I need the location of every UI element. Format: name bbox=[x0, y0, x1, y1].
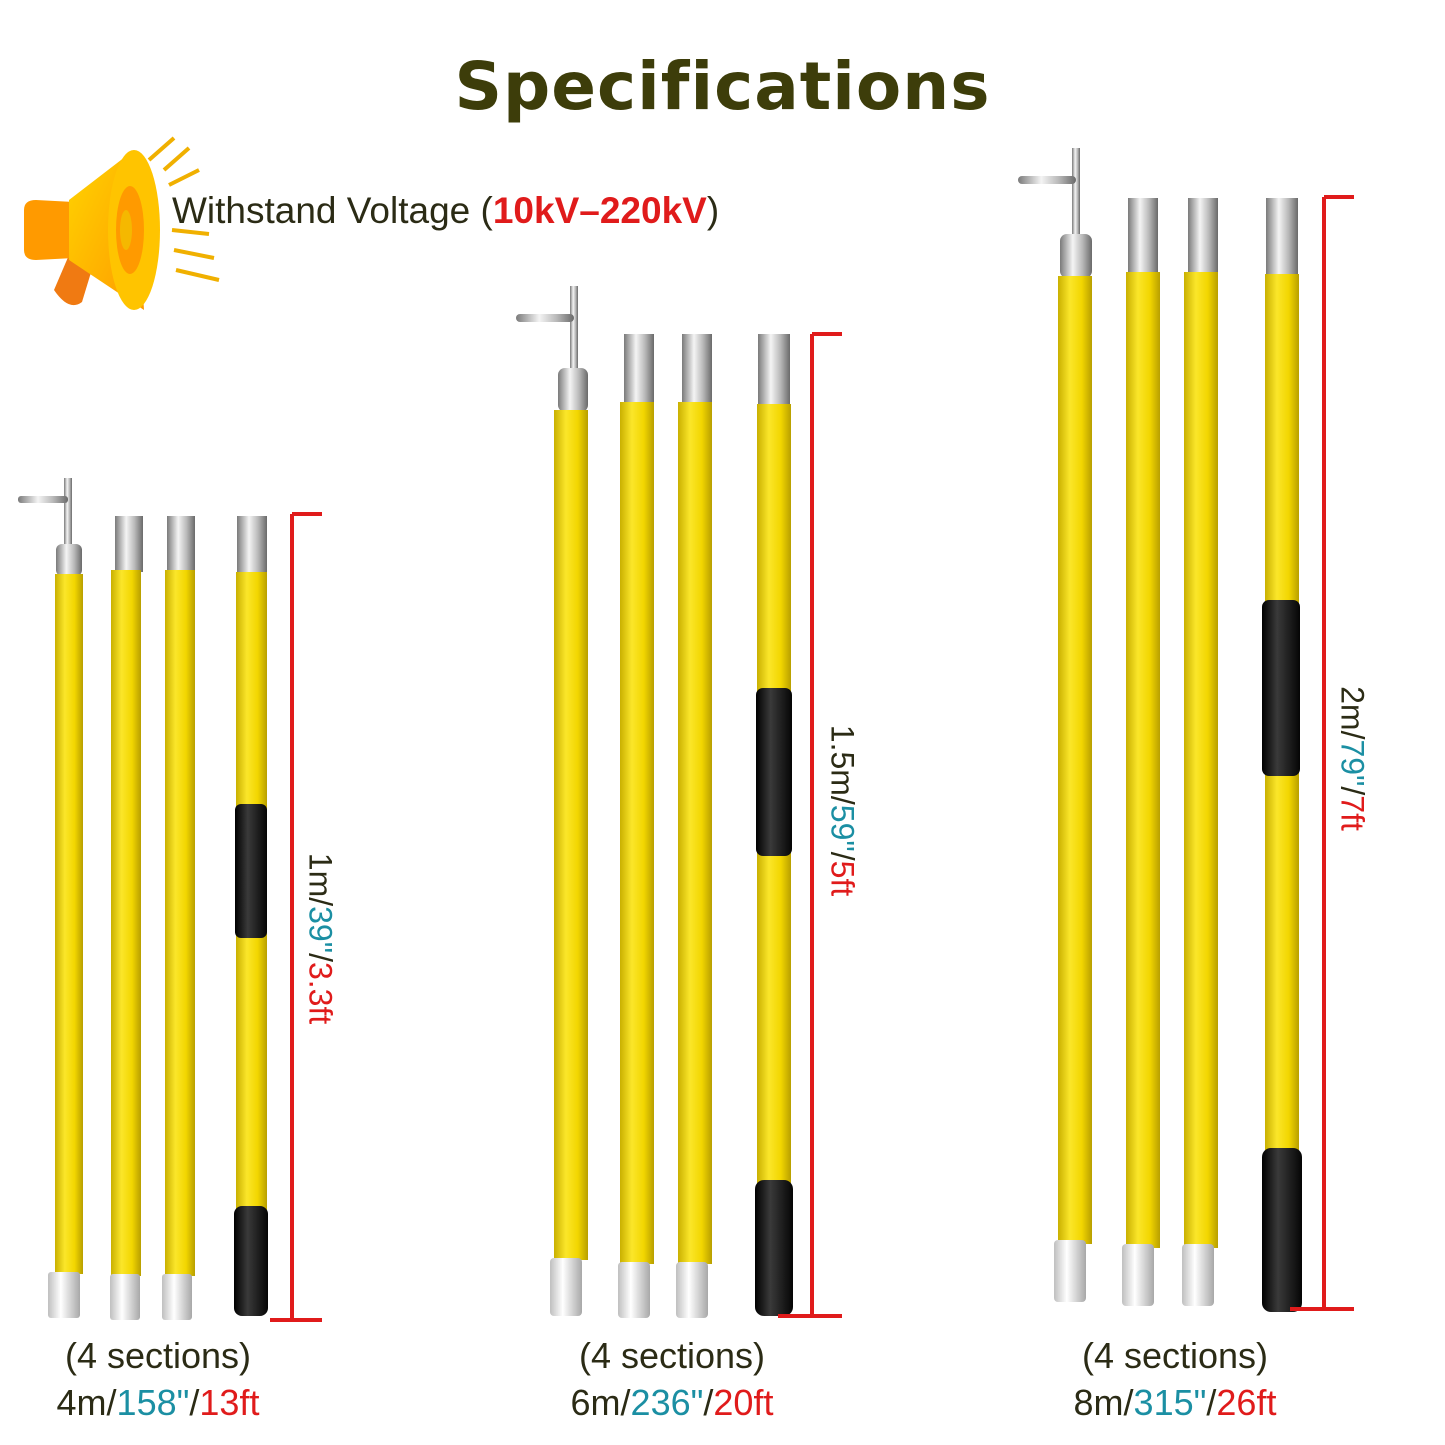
section-length-label-2: 1.5m/59"/5ft bbox=[824, 691, 861, 931]
section-inches-2: 59" bbox=[824, 804, 861, 852]
pole-set-3 bbox=[1018, 148, 1302, 1312]
pole-caption-1: (4 sections) 4m/158"/13ft bbox=[0, 1332, 338, 1426]
total-metric-3: 8m/ bbox=[1073, 1382, 1134, 1423]
total-length-2: 6m/236"/20ft bbox=[492, 1379, 852, 1426]
total-length-3: 8m/315"/26ft bbox=[995, 1379, 1355, 1426]
section-length-label-3: 2m/79"/7ft bbox=[1334, 639, 1371, 879]
section-metric-3: 2m/ bbox=[1334, 686, 1371, 740]
section-sep-2: / bbox=[824, 851, 861, 861]
total-metric-2: 6m/ bbox=[570, 1382, 631, 1423]
section-inches-1: 39" bbox=[302, 906, 339, 954]
withstand-voltage-text: Withstand Voltage (10kV–220kV) bbox=[172, 190, 719, 232]
total-feet-1: 13ft bbox=[199, 1382, 260, 1423]
section-metric-1: 1m/ bbox=[302, 852, 339, 907]
pole-caption-2: (4 sections) 6m/236"/20ft bbox=[492, 1332, 852, 1426]
total-sep-2: / bbox=[703, 1382, 714, 1423]
section-metric-2: 1.5m/ bbox=[824, 724, 861, 805]
section-length-line-1 bbox=[270, 512, 322, 1322]
section-length-label-1: 1m/39"/3.3ft bbox=[302, 819, 339, 1059]
pole-set-1 bbox=[18, 478, 268, 1320]
total-length-1: 4m/158"/13ft bbox=[0, 1379, 338, 1426]
voltage-label: Withstand Voltage ( bbox=[172, 190, 493, 231]
total-inches-2: 236" bbox=[630, 1382, 704, 1423]
voltage-value: 10kV–220kV bbox=[492, 190, 707, 231]
section-feet-3: 7ft bbox=[1334, 795, 1371, 831]
pole-caption-3: (4 sections) 8m/315"/26ft bbox=[995, 1332, 1355, 1426]
total-feet-2: 20ft bbox=[713, 1382, 774, 1423]
total-sep-3: / bbox=[1206, 1382, 1217, 1423]
voltage-close: ) bbox=[706, 190, 720, 231]
section-inches-3: 79" bbox=[1334, 739, 1371, 787]
total-feet-3: 26ft bbox=[1216, 1382, 1277, 1423]
pole-set-2 bbox=[516, 286, 793, 1318]
section-feet-1: 3.3ft bbox=[302, 961, 339, 1025]
page-title: Specifications bbox=[454, 48, 991, 125]
section-sep-3: / bbox=[1334, 786, 1371, 796]
total-metric-1: 4m/ bbox=[56, 1382, 117, 1423]
sections-count-3: (4 sections) bbox=[1081, 1335, 1269, 1376]
total-inches-3: 315" bbox=[1133, 1382, 1207, 1423]
sections-count-2: (4 sections) bbox=[578, 1335, 766, 1376]
sections-count-1: (4 sections) bbox=[64, 1335, 252, 1376]
total-sep-1: / bbox=[189, 1382, 200, 1423]
section-feet-2: 5ft bbox=[824, 860, 861, 897]
section-length-line-2 bbox=[778, 332, 842, 1318]
megaphone-icon bbox=[24, 136, 220, 310]
total-inches-1: 158" bbox=[116, 1382, 190, 1423]
section-length-line-3 bbox=[1290, 195, 1354, 1311]
